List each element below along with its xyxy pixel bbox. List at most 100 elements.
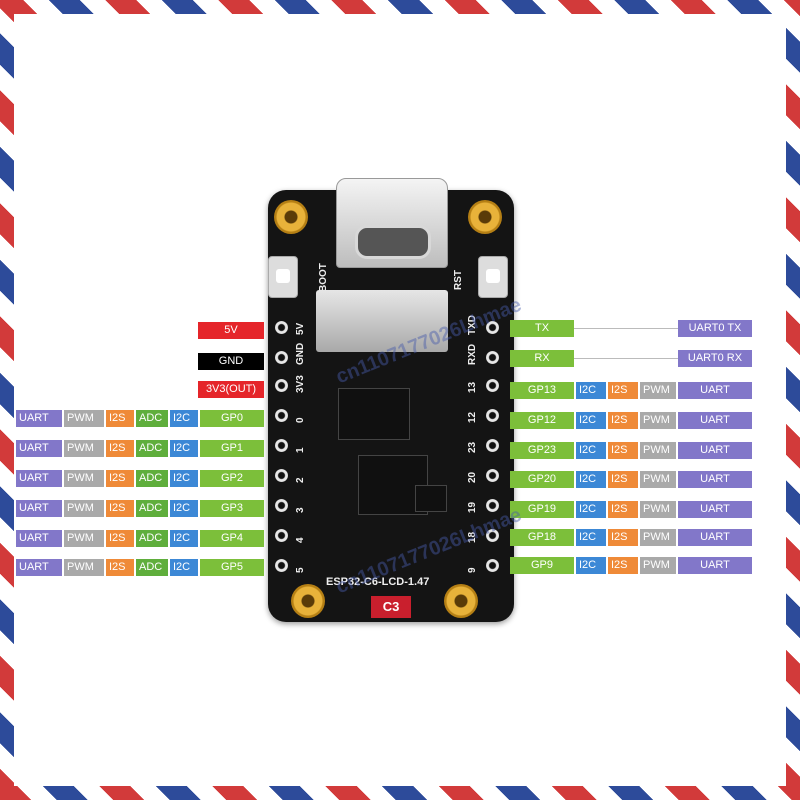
label-i2c: I2C: [170, 530, 198, 547]
header-pin-left: [275, 321, 288, 334]
label-pwm: PWM: [640, 471, 676, 488]
header-pin-left: [275, 559, 288, 572]
header-pin-left: [275, 379, 288, 392]
label-uart: UART: [16, 559, 62, 576]
label-i2c: I2C: [576, 501, 606, 518]
tx-line: [574, 328, 678, 329]
label-i2c: I2C: [170, 410, 198, 427]
sd-card-slot: [316, 290, 448, 352]
c3-badge: C3: [371, 596, 411, 618]
label-uart: UART: [678, 501, 752, 518]
label-pwm: PWM: [64, 530, 104, 547]
label-adc: ADC: [136, 559, 168, 576]
label-i2s: I2S: [106, 470, 134, 487]
label-i2c: I2C: [576, 382, 606, 399]
label-i2s: I2S: [106, 440, 134, 457]
label-i2s: I2S: [608, 529, 638, 546]
label-tx: TX: [510, 320, 574, 337]
header-silk-right: 9: [467, 567, 478, 573]
header-silk-right: 12: [467, 411, 478, 423]
label-i2c: I2C: [576, 557, 606, 574]
label-gpio: GP3: [200, 500, 264, 517]
label-uart: UART: [16, 470, 62, 487]
header-silk-left: 4: [295, 537, 306, 543]
chip-regulator: [415, 485, 447, 512]
label-i2c: I2C: [576, 442, 606, 459]
label-adc: ADC: [136, 470, 168, 487]
header-pin-left: [275, 409, 288, 422]
label-gnd: GND: [198, 353, 264, 370]
label-gpio: GP9: [510, 557, 574, 574]
mount-hole-tr: [468, 200, 502, 234]
label-i2s: I2S: [608, 471, 638, 488]
label-gpio: GP1: [200, 440, 264, 457]
label-i2c: I2C: [576, 529, 606, 546]
label-gpio: GP0: [200, 410, 264, 427]
header-pin-left: [275, 469, 288, 482]
label-pwm: PWM: [64, 440, 104, 457]
header-silk-right: 20: [467, 471, 478, 483]
header-silk-left: 2: [295, 477, 306, 483]
mount-hole-tl: [274, 200, 308, 234]
label-adc: ADC: [136, 530, 168, 547]
label-uart: UART: [16, 530, 62, 547]
header-silk-left: 3: [295, 507, 306, 513]
header-silk-left: 3V3: [295, 375, 306, 393]
label-uart: UART: [16, 410, 62, 427]
label-gpio: GP19: [510, 501, 574, 518]
label-i2s: I2S: [608, 412, 638, 429]
header-pin-right: [486, 499, 499, 512]
header-pin-right: [486, 469, 499, 482]
label-i2c: I2C: [170, 500, 198, 517]
label-gpio: GP5: [200, 559, 264, 576]
label-i2s: I2S: [608, 557, 638, 574]
label-gpio: GP18: [510, 529, 574, 546]
label-rx: RX: [510, 350, 574, 367]
rx-line: [574, 358, 678, 359]
header-pin-right: [486, 321, 499, 334]
label-uart: UART: [678, 382, 752, 399]
label-i2s: I2S: [106, 530, 134, 547]
label-3v3: 3V3(OUT): [198, 381, 264, 398]
label-i2s: I2S: [106, 500, 134, 517]
label-i2c: I2C: [170, 470, 198, 487]
label-adc: ADC: [136, 410, 168, 427]
header-pin-left: [275, 499, 288, 512]
label-i2s: I2S: [106, 559, 134, 576]
label-pwm: PWM: [640, 501, 676, 518]
header-silk-left: 0: [295, 417, 306, 423]
label-i2c: I2C: [576, 412, 606, 429]
mount-hole-br: [444, 584, 478, 618]
label-i2s: I2S: [608, 501, 638, 518]
header-pin-right: [486, 559, 499, 572]
label-gpio: GP20: [510, 471, 574, 488]
header-pin-right: [486, 439, 499, 452]
label-gpio: GP13: [510, 382, 574, 399]
header-pin-right: [486, 529, 499, 542]
label-i2s: I2S: [106, 410, 134, 427]
label-pwm: PWM: [640, 529, 676, 546]
header-silk-right: RXD: [467, 343, 478, 365]
mount-hole-bl: [291, 584, 325, 618]
label-uart: UART: [678, 557, 752, 574]
label-i2c: I2C: [170, 440, 198, 457]
label-pwm: PWM: [640, 382, 676, 399]
label-uart: UART: [678, 412, 752, 429]
header-silk-right: 13: [467, 381, 478, 393]
header-silk-right: 19: [467, 501, 478, 513]
label-adc: ADC: [136, 500, 168, 517]
header-silk-right: 23: [467, 441, 478, 453]
label-i2s: I2S: [608, 442, 638, 459]
header-pin-right: [486, 409, 499, 422]
boot-silk: BOOT: [318, 263, 329, 292]
label-pwm: PWM: [640, 442, 676, 459]
label-adc: ADC: [136, 440, 168, 457]
boot-button: [268, 256, 298, 298]
header-silk-left: 5V: [295, 322, 306, 335]
label-gpio: GP12: [510, 412, 574, 429]
label-pwm: PWM: [64, 500, 104, 517]
header-silk-left: 1: [295, 447, 306, 453]
label-uart: UART: [678, 529, 752, 546]
header-pin-left: [275, 529, 288, 542]
label-uart: UART: [678, 471, 752, 488]
